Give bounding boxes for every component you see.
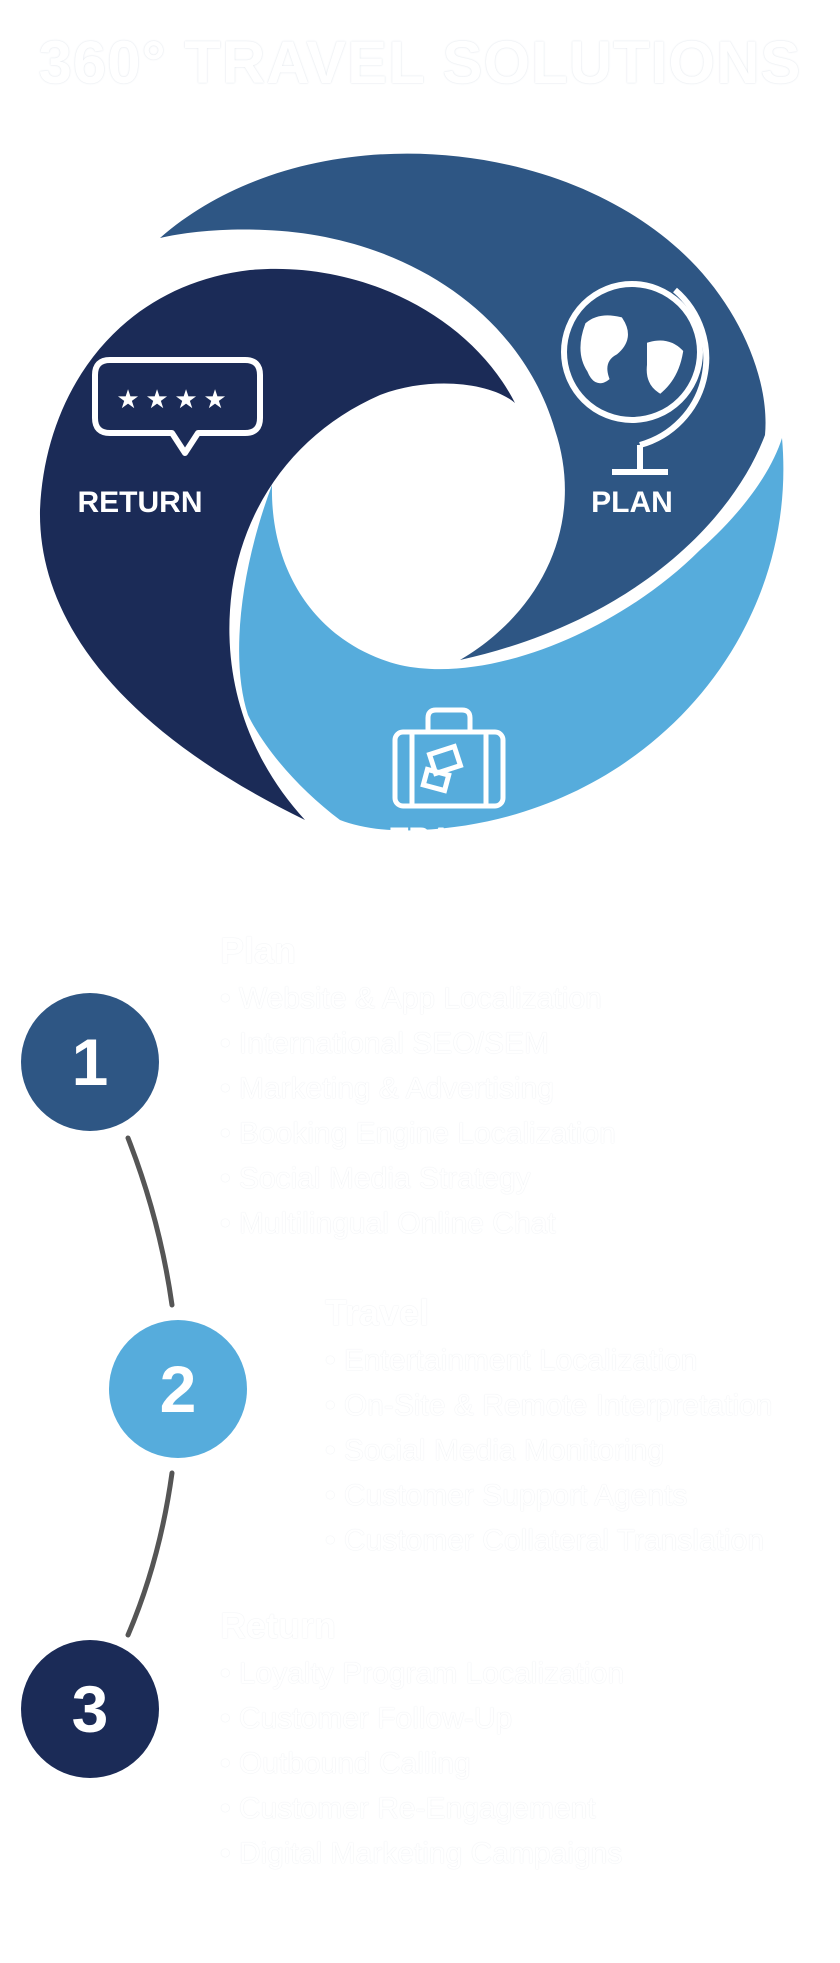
- plan-label: PLAN: [591, 486, 673, 519]
- return-list: Loyalty Program Localization Customer Fo…: [220, 1651, 624, 1876]
- review-stars-icon: [92, 357, 263, 456]
- list-item: Multilingual Online Chat: [220, 1201, 616, 1246]
- travel-label: TRAVEL: [390, 822, 508, 855]
- list-item: International SEO/SEM: [220, 1021, 616, 1066]
- list-item: Entertainment Localization: [325, 1338, 772, 1383]
- plan-segment: [160, 153, 766, 660]
- list-item: Booking Engine Localization: [220, 1111, 616, 1156]
- watermark: 1-translations.com: [289, 494, 534, 527]
- travel-heading: Travel: [325, 1292, 430, 1333]
- list-item: Digital Marketing Campaigns: [220, 1831, 624, 1876]
- list-item: Outbound Calling: [220, 1741, 624, 1786]
- travel-segment: [239, 438, 784, 831]
- return-label: RETURN: [78, 486, 203, 519]
- svg-text:★: ★: [203, 384, 226, 414]
- list-item: Customer Support Agents: [325, 1473, 772, 1518]
- return-heading: Return: [220, 1605, 336, 1646]
- list-item: Website & App Localization: [220, 976, 616, 1021]
- step-3-circle: 3: [21, 1640, 159, 1778]
- list-item: On-Site & Remote Interpretation: [325, 1383, 773, 1428]
- svg-text:★: ★: [145, 384, 168, 414]
- list-item: Customer Follow-Up: [220, 1696, 624, 1741]
- page-title: 360° TRAVEL SOLUTIONS: [38, 29, 802, 96]
- plan-section: Plan Website & App Localization Internat…: [220, 930, 616, 1246]
- return-segment: [39, 268, 515, 820]
- svg-text:★: ★: [174, 384, 197, 414]
- travel-section: Travel Entertainment Localization On-Sit…: [325, 1292, 772, 1563]
- step-2-circle: 2: [109, 1320, 247, 1458]
- rating-stars: ★ ★ ★ ★: [116, 384, 226, 414]
- plan-list: Website & App Localization International…: [220, 976, 616, 1246]
- list-item: Social Media Strategy: [220, 1156, 616, 1201]
- globe-icon: [561, 281, 710, 475]
- plan-heading: Plan: [220, 930, 297, 971]
- suitcase-icon: [392, 707, 506, 809]
- svg-text:★: ★: [116, 384, 139, 414]
- list-item: Loyalty Program Localization: [220, 1651, 624, 1696]
- travel-cycle-wheel: ★ ★ ★ ★ RETURN PLAN TRAVEL 1-translation…: [39, 153, 784, 855]
- list-item: Social Media Monitoring: [325, 1428, 772, 1473]
- list-item: Customer Re-Engagement: [220, 1786, 624, 1831]
- travel-list: Entertainment Localization On-Site & Rem…: [325, 1338, 773, 1563]
- step-1-circle: 1: [21, 993, 159, 1131]
- return-section: Return Loyalty Program Localization Cust…: [220, 1605, 624, 1876]
- list-item: Customer Collateral Translation: [325, 1518, 772, 1563]
- list-item: Marketing & Advertising: [220, 1066, 616, 1111]
